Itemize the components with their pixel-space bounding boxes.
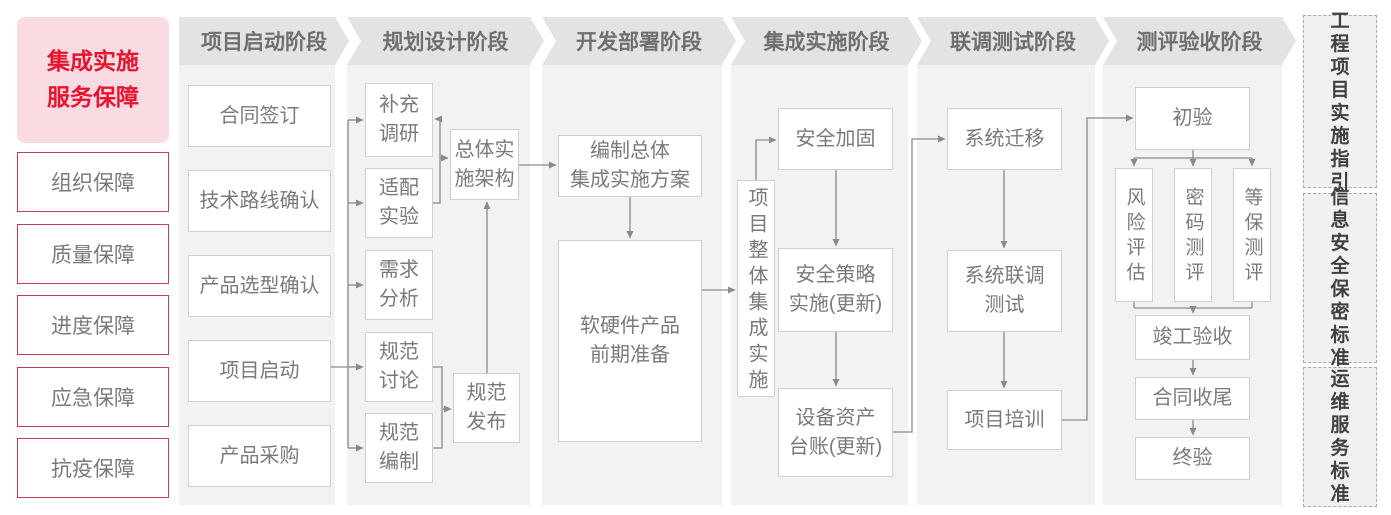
box-overall-impl-architecture: 总体实 施架构 xyxy=(450,129,519,200)
phase-header-acceptance: 测评验收阶段 xyxy=(1103,17,1296,65)
box-system-migration: 系统迁移 xyxy=(947,108,1062,170)
box-crypto-testing: 密码测评 xyxy=(1174,168,1212,302)
box-overall-project-integration: 项目整体集成实施 xyxy=(737,180,775,397)
box-spec-drafting: 规范 编制 xyxy=(365,413,433,483)
sidebar-item-epidemic: 抗疫保障 xyxy=(17,438,169,498)
box-contract-signing: 合同签订 xyxy=(188,85,331,147)
box-spec-discussion: 规范 讨论 xyxy=(365,332,433,402)
phase-header-integration: 集成实施阶段 xyxy=(731,17,922,65)
box-product-procurement: 产品采购 xyxy=(188,425,331,487)
box-security-hardening: 安全加固 xyxy=(778,108,893,170)
sidebar-item-organization: 组织保障 xyxy=(17,152,169,212)
box-risk-assessment: 风险评估 xyxy=(1115,168,1153,302)
phase-header-kickoff: 项目启动阶段 xyxy=(179,17,349,65)
box-product-selection-confirm: 产品选型确认 xyxy=(188,255,331,317)
box-contract-closure: 合同收尾 xyxy=(1135,377,1250,420)
phase-header-testing: 联调测试阶段 xyxy=(917,17,1109,65)
box-supplementary-research: 补充 调研 xyxy=(365,83,433,157)
box-requirement-analysis: 需求 分析 xyxy=(365,250,433,320)
box-adaptation-test: 适配 实验 xyxy=(365,168,433,238)
standards-box-om-standard: 运维 服务 标准 xyxy=(1303,367,1377,507)
box-classified-protection-testing: 等保测评 xyxy=(1233,168,1271,302)
sidebar-title: 集成实施 服务保障 xyxy=(17,17,169,143)
box-project-training: 项目培训 xyxy=(947,390,1062,450)
box-completion-acceptance: 竣工验收 xyxy=(1135,315,1250,360)
box-tech-route-confirm: 技术路线确认 xyxy=(188,170,331,232)
box-project-kickoff: 项目启动 xyxy=(188,340,331,402)
sidebar-item-quality: 质量保障 xyxy=(17,224,169,284)
phase-header-development: 开发部署阶段 xyxy=(542,17,736,65)
box-spec-release: 规范 发布 xyxy=(453,373,520,443)
box-hw-sw-preparation: 软硬件产品 前期准备 xyxy=(558,240,702,442)
box-final-acceptance: 终验 xyxy=(1135,437,1250,480)
box-joint-debugging-test: 系统联调 测试 xyxy=(947,250,1062,332)
box-security-policy: 安全策略 实施(更新) xyxy=(778,248,893,332)
sidebar-item-schedule: 进度保障 xyxy=(17,295,169,355)
phase-header-planning: 规划设计阶段 xyxy=(347,17,544,65)
standards-box-security-standard: 信息 安全 保密 标准 xyxy=(1303,187,1377,369)
standards-box-project-guide: 工程 项目 实施 指引 xyxy=(1303,11,1377,193)
box-overall-integration-plan: 编制总体 集成实施方案 xyxy=(558,135,702,197)
sidebar-item-emergency: 应急保障 xyxy=(17,367,169,427)
box-asset-ledger: 设备资产 台账(更新) xyxy=(778,388,893,477)
box-initial-acceptance: 初验 xyxy=(1135,87,1250,150)
